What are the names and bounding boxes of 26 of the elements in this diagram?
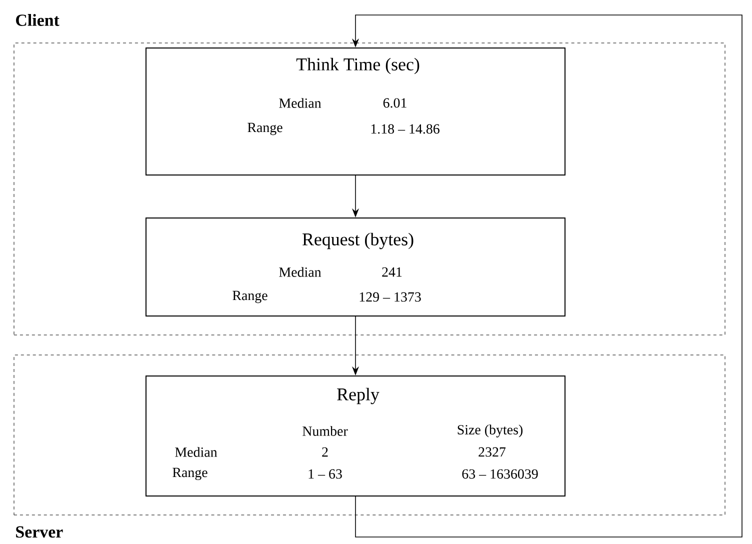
table-text: Range bbox=[232, 290, 268, 304]
table-text: 1 – 63 bbox=[308, 469, 342, 479]
table-text: Size (bytes) bbox=[458, 424, 523, 438]
group-box bbox=[14, 42, 726, 336]
table-text: 2327 bbox=[478, 447, 506, 457]
table-text: 6.01 bbox=[383, 98, 406, 108]
process-box bbox=[146, 375, 566, 496]
table-text: 2 bbox=[322, 447, 328, 457]
table-text: Number bbox=[302, 426, 348, 436]
box-title: Reply bbox=[337, 388, 380, 404]
box-title: Think Time (sec) bbox=[296, 58, 420, 74]
group-box bbox=[14, 354, 726, 516]
table-text: Median bbox=[279, 98, 322, 108]
box-title: Request (bytes) bbox=[302, 232, 414, 250]
table-text: Range bbox=[248, 122, 282, 136]
table-text: 241 bbox=[382, 267, 402, 277]
group-heading: Server bbox=[16, 526, 63, 538]
table-text: 63 – 1636039 bbox=[462, 469, 538, 479]
table-text: 129 – 1373 bbox=[360, 292, 421, 302]
table-text: Median bbox=[175, 447, 218, 457]
process-box bbox=[146, 217, 566, 316]
table-text: 1.18 – 14.86 bbox=[371, 124, 440, 134]
table-text: Range bbox=[172, 468, 208, 480]
process-box bbox=[146, 48, 566, 176]
table-text: Median bbox=[279, 267, 322, 277]
group-heading: Client bbox=[16, 14, 60, 26]
